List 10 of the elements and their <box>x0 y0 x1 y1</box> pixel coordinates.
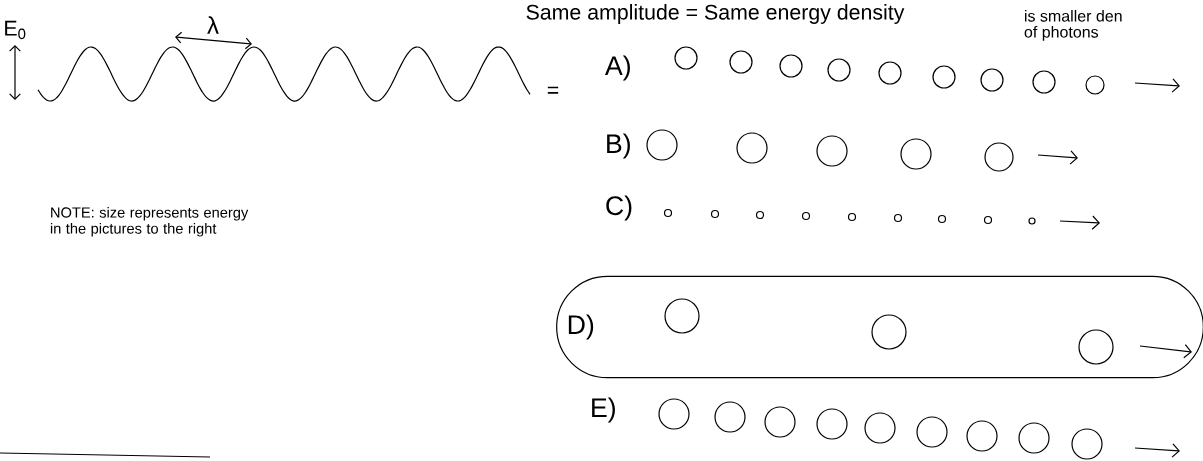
row-label: A) <box>605 55 630 81</box>
side-note: is smaller den of photons <box>1024 9 1122 41</box>
heading: Same amplitude = Same energy density <box>526 4 905 24</box>
row-label: B) <box>607 133 630 159</box>
note: NOTE: size represents energy in the pictures to the right <box>50 206 249 237</box>
row-label: C) <box>606 195 632 221</box>
highlight-outline: D) <box>556 275 1203 379</box>
amplitude-label: E$_{0}$ <box>5 20 26 40</box>
wavelength-label: λ <box>207 16 219 34</box>
equals-sign: = <box>547 86 559 94</box>
